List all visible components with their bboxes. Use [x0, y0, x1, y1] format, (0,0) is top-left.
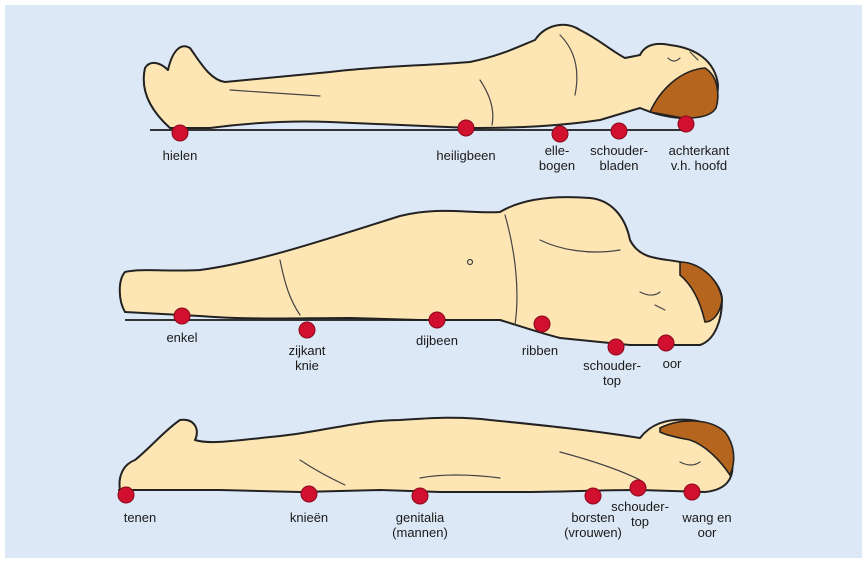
pressure-point-shoulder-top: [608, 339, 624, 355]
pressure-point-ribs: [534, 316, 550, 332]
pressure-point-ear: [658, 335, 674, 351]
label-cheek-ear: wang en oor: [652, 510, 762, 540]
figure-supine: [144, 25, 718, 130]
pressure-point-knees: [301, 486, 317, 502]
label-knees: knieën: [254, 510, 364, 525]
label-heels: hielen: [125, 148, 235, 163]
label-ear: oor: [617, 356, 727, 371]
label-genitalia: genitalia (mannen): [365, 510, 475, 540]
pressure-point-elbows: [552, 126, 568, 142]
label-back-of-head: achterkant v.h. hoofd: [644, 143, 754, 173]
pressure-point-shoulder-blades: [611, 123, 627, 139]
pressure-point-cheek-ear: [684, 484, 700, 500]
supine-body: [144, 25, 718, 128]
figure-side-lying: [120, 197, 722, 345]
pressure-point-ankle: [174, 308, 190, 324]
pressure-point-heels: [172, 125, 188, 141]
side-lying-body: [120, 197, 722, 345]
label-side-knee: zijkant knie: [252, 343, 362, 373]
pressure-point-back-of-head: [678, 116, 694, 132]
pressure-point-side-knee: [299, 322, 315, 338]
label-ankle: enkel: [127, 330, 237, 345]
pressure-point-sacrum: [458, 120, 474, 136]
pressure-point-toes: [118, 487, 134, 503]
pressure-point-thigh: [429, 312, 445, 328]
pressure-point-shoulder-top: [630, 480, 646, 496]
pressure-point-genitalia: [412, 488, 428, 504]
label-toes: tenen: [85, 510, 195, 525]
label-ribs: ribben: [485, 343, 595, 358]
label-thigh: dijbeen: [382, 333, 492, 348]
